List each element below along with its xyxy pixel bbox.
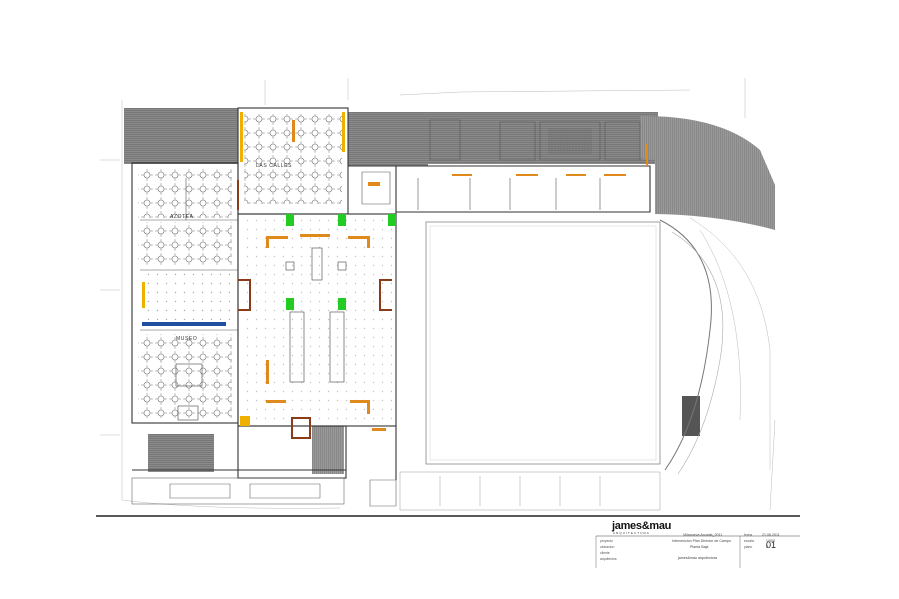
entrance-strip [131,477,397,507]
tb-right-label-2: escala [744,539,754,543]
tb-right-label-1: fecha [744,533,753,537]
room-label-azotea: AZOTEA [170,214,194,220]
tables-west-mid [138,222,232,266]
room-label-museo: MUSEO [176,336,197,342]
roof-right-strip [682,396,700,436]
tb-project-1: Villanueva Arcadia_2011 [683,533,723,537]
roof-band-curved [640,115,775,230]
tb-right-label-3: plano [744,545,753,549]
tables-museo [138,334,232,418]
court-curve-wall [659,219,712,471]
firm-logo: james&mau [612,520,672,532]
sheet-number: 01 [766,540,777,550]
building-walls [131,107,651,480]
yellow-elements [142,112,345,426]
market-stalls [175,247,347,421]
tb-label-4: arquitectos [600,557,617,561]
brown-elements [237,180,392,439]
roof-band-mid [348,112,428,166]
court-curve-wall-outer [671,231,724,475]
tables-west-top [138,168,232,218]
blue-counter [142,322,226,326]
tb-project-4: james&mau arquitectura [678,556,717,560]
market-hall-floor [242,218,392,422]
green-elements [286,214,396,310]
tb-right-value-3: E [766,545,769,549]
dots-area [140,272,230,324]
roof-band-left [124,108,238,164]
roof-bottom-left [148,434,214,472]
tb-project-3: Planta Baja [690,545,709,549]
stair-hatch [312,426,344,474]
tb-project-2: Intervencion Plan Director de Campo [672,539,731,543]
tb-label-2: ubicacion [600,545,615,549]
auditorium-seats [548,128,592,154]
court-edge-tiles [399,471,661,511]
title-block-lines [595,535,800,568]
context-lines [100,78,776,511]
tb-label-3: cliente [600,551,610,555]
central-court [425,221,661,465]
tb-right-value-2: 1/500 [766,539,775,543]
tb-label-1: proyecto [600,539,614,543]
firm-logo-subtitle: ARQUITECTURA [613,531,650,535]
room-label-las-calles: LAS CALLES [256,163,292,169]
court-inner [429,225,657,461]
orange-elements [266,120,648,431]
roof-band-right [428,112,658,164]
tb-right-value-1: 21.06.2011 [762,533,780,537]
